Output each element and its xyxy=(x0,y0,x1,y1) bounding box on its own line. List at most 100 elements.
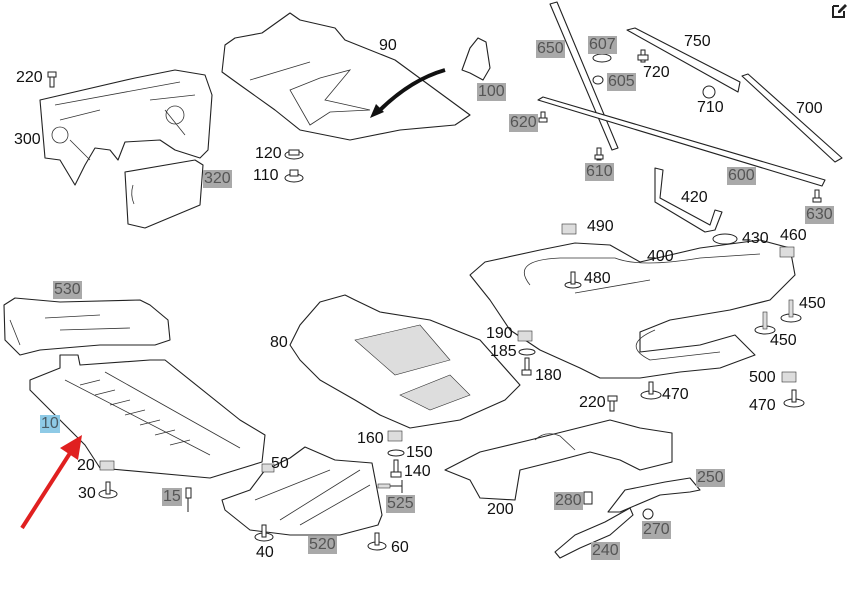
label-710[interactable]: 710 xyxy=(697,99,724,116)
label-490[interactable]: 490 xyxy=(587,218,614,235)
label-220[interactable]: 220 xyxy=(16,69,43,86)
label-450-lower[interactable]: 450 xyxy=(770,332,797,349)
label-650[interactable]: 650 xyxy=(536,40,565,58)
label-50[interactable]: 50 xyxy=(271,455,289,472)
bolt-720 xyxy=(637,49,649,63)
washer-430 xyxy=(712,233,738,245)
bolt-30 xyxy=(98,481,118,499)
edit-button[interactable] xyxy=(830,2,848,20)
label-185[interactable]: 185 xyxy=(490,343,517,360)
bolt-450b xyxy=(754,311,776,335)
label-460[interactable]: 460 xyxy=(780,227,807,244)
label-500[interactable]: 500 xyxy=(749,369,776,386)
label-15[interactable]: 15 xyxy=(162,488,182,506)
label-450-upper[interactable]: 450 xyxy=(799,295,826,312)
part-530-panel xyxy=(3,297,171,356)
label-120[interactable]: 120 xyxy=(255,145,282,162)
clip-160 xyxy=(387,430,403,442)
label-110[interactable]: 110 xyxy=(253,167,279,184)
part-300-crossmember xyxy=(39,69,213,186)
label-700[interactable]: 700 xyxy=(796,100,823,117)
label-605[interactable]: 605 xyxy=(607,73,636,91)
label-420[interactable]: 420 xyxy=(681,189,708,206)
part-10-panel xyxy=(29,354,266,479)
bolt-610 xyxy=(594,147,604,161)
label-20[interactable]: 20 xyxy=(77,457,95,474)
label-630[interactable]: 630 xyxy=(805,206,834,224)
label-600[interactable]: 600 xyxy=(727,167,756,185)
part-400-frame xyxy=(469,239,796,379)
part-320-cover xyxy=(124,159,204,229)
bolt-620 xyxy=(538,111,548,123)
label-90[interactable]: 90 xyxy=(379,37,397,54)
edit-pencil-icon xyxy=(832,4,847,18)
label-100[interactable]: 100 xyxy=(477,83,506,101)
bolt-470b xyxy=(783,389,805,408)
label-160[interactable]: 160 xyxy=(357,430,384,447)
label-607[interactable]: 607 xyxy=(588,36,617,54)
callout-arrowhead-90 xyxy=(370,104,384,118)
label-60[interactable]: 60 xyxy=(391,539,409,556)
part-750-strut xyxy=(626,27,741,93)
part-240-bracket xyxy=(554,507,634,559)
clip-490 xyxy=(561,223,577,235)
part-420-bracket xyxy=(654,167,723,233)
fastener-710 xyxy=(702,85,716,99)
fastener-120 xyxy=(284,149,304,160)
label-140[interactable]: 140 xyxy=(404,463,431,480)
clip-50 xyxy=(261,463,275,473)
label-150[interactable]: 150 xyxy=(406,444,433,461)
label-610[interactable]: 610 xyxy=(585,163,614,181)
label-180[interactable]: 180 xyxy=(535,367,562,384)
label-220-b[interactable]: 220 xyxy=(579,394,606,411)
label-720[interactable]: 720 xyxy=(643,64,670,81)
label-400[interactable]: 400 xyxy=(647,248,674,265)
label-240[interactable]: 240 xyxy=(591,542,620,560)
label-190[interactable]: 190 xyxy=(486,325,513,342)
part-100-bracket xyxy=(461,37,491,81)
pin-525 xyxy=(377,480,403,493)
label-470-b[interactable]: 470 xyxy=(749,397,776,414)
label-30[interactable]: 30 xyxy=(78,485,96,502)
label-530[interactable]: 530 xyxy=(53,281,82,299)
label-280[interactable]: 280 xyxy=(554,492,583,510)
part-650-strut xyxy=(549,1,619,151)
clip-280 xyxy=(583,491,593,505)
label-620[interactable]: 620 xyxy=(509,114,538,132)
label-320[interactable]: 320 xyxy=(203,170,232,188)
bolt-450a xyxy=(780,299,802,323)
label-80[interactable]: 80 xyxy=(270,334,288,351)
label-40[interactable]: 40 xyxy=(256,544,274,561)
label-250[interactable]: 250 xyxy=(696,469,725,487)
fastener-607 xyxy=(592,53,612,63)
bolt-480 xyxy=(564,271,582,289)
fastener-605 xyxy=(592,75,604,85)
label-200[interactable]: 200 xyxy=(487,501,514,518)
label-520[interactable]: 520 xyxy=(308,536,337,554)
part-600-strut xyxy=(537,96,826,187)
label-10[interactable]: 10 xyxy=(40,415,60,433)
label-750[interactable]: 750 xyxy=(684,33,711,50)
red-callout-arrow xyxy=(20,448,74,530)
clip-190 xyxy=(517,330,533,342)
bolt-60 xyxy=(367,532,387,551)
label-270[interactable]: 270 xyxy=(642,521,671,539)
clip-460 xyxy=(779,246,795,258)
label-525[interactable]: 525 xyxy=(386,495,415,513)
washer-185 xyxy=(518,348,536,356)
callout-arrow-90 xyxy=(376,68,446,114)
label-480[interactable]: 480 xyxy=(584,270,611,287)
bolt-220-bottom xyxy=(607,395,618,412)
part-80-shield xyxy=(289,294,521,429)
label-470-a[interactable]: 470 xyxy=(662,386,689,403)
label-430[interactable]: 430 xyxy=(742,230,769,247)
clip-500 xyxy=(781,371,797,383)
part-520-panel xyxy=(221,446,383,536)
label-300[interactable]: 300 xyxy=(14,131,41,148)
bolt-140 xyxy=(390,459,402,478)
part-200-bracket xyxy=(444,419,673,501)
bolt-40 xyxy=(254,524,274,542)
bolt-180 xyxy=(521,357,532,376)
